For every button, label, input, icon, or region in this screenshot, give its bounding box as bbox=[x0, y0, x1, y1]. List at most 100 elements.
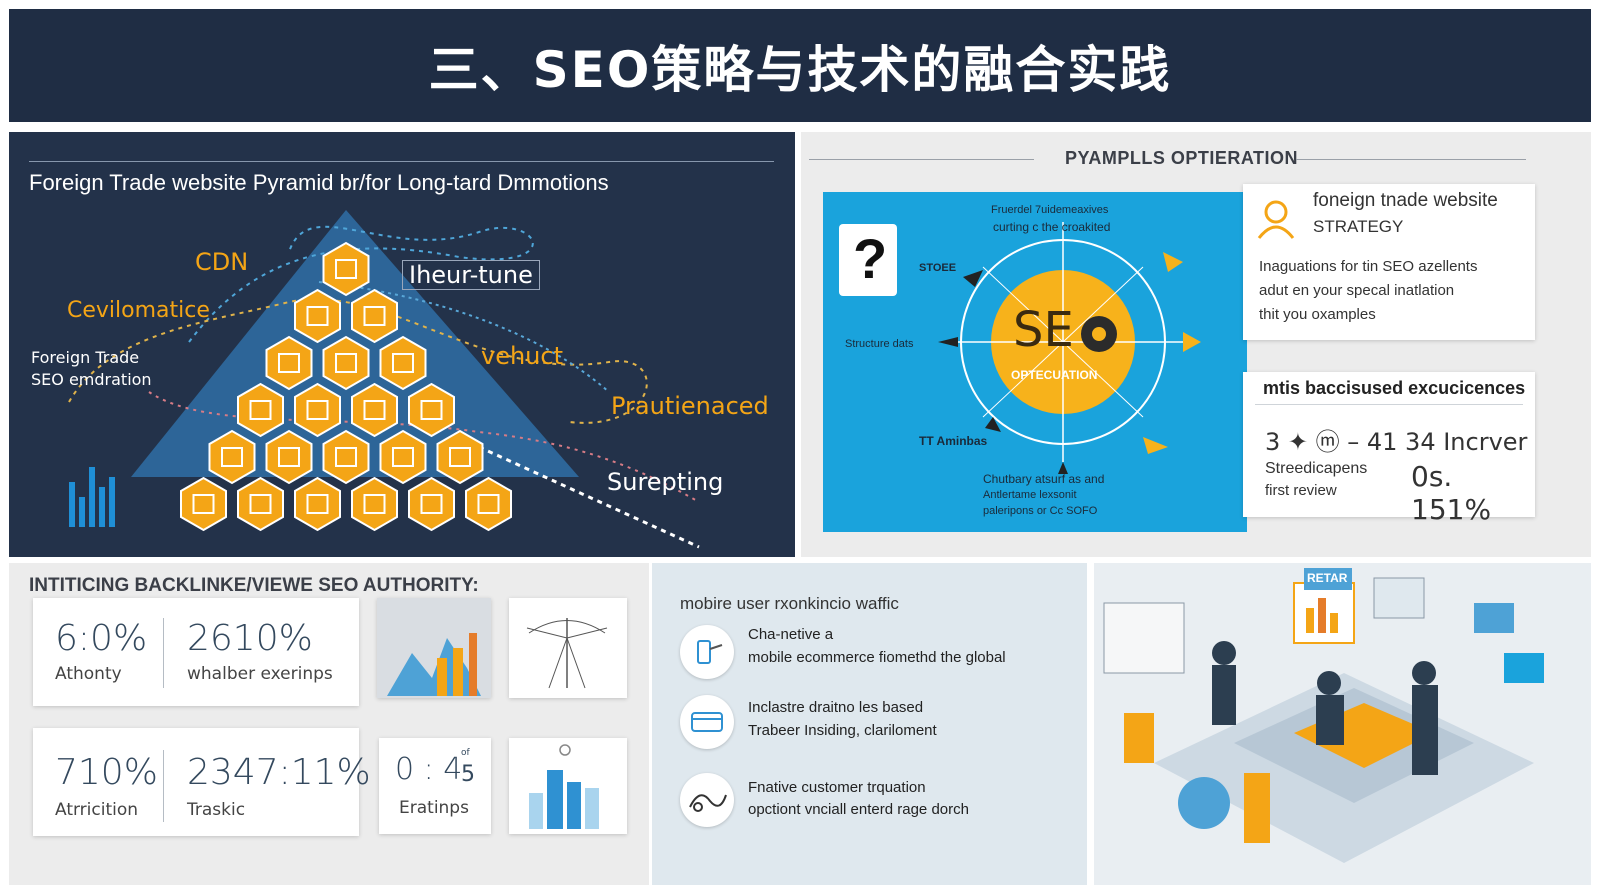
stat-label: Traskic bbox=[187, 800, 246, 820]
pyramid-title: Foreign Trade website Pyramid br/for Lon… bbox=[29, 170, 609, 195]
hex-tile-icon bbox=[265, 335, 313, 391]
header-rule-right bbox=[1296, 159, 1526, 160]
label-iheur-tune: Iheur-tune bbox=[402, 260, 540, 290]
card-icon bbox=[680, 695, 734, 749]
arrow-icon bbox=[938, 337, 958, 347]
mobile-item-line-1: Inclastre draitno les based bbox=[748, 699, 924, 716]
stats-card: mtis baccisused excucicences 3 ✦ ⓜ – 41 … bbox=[1243, 372, 1535, 526]
diagram-top-text-1: Fruerdel 7uidemeaxives bbox=[991, 204, 1109, 216]
strategy-body-2: adut en your specal inatlation bbox=[1259, 282, 1455, 299]
page-header: 三、SEO策略与技术的融合实践 bbox=[9, 9, 1591, 122]
hex-symbol-icon bbox=[335, 447, 357, 467]
illustration-panel: RETAR bbox=[1094, 563, 1591, 885]
backlinks-header: INTITICING BACKLINKE/VIEWE SEO AUTHORITY… bbox=[29, 575, 479, 596]
strategy-title-1: foneign tnade website bbox=[1313, 190, 1498, 211]
database-icon bbox=[1178, 777, 1230, 829]
seo-badge: OPTECUATION bbox=[1011, 368, 1098, 382]
hex-tile-icon bbox=[265, 429, 313, 485]
strategy-body-1: Inaguations for tin SEO azellents bbox=[1259, 258, 1478, 275]
retar-sign bbox=[1304, 568, 1352, 590]
stat-card-small: 0 : 4 5 of Eratinps bbox=[379, 738, 491, 834]
stats-card-line: 3 ✦ ⓜ – 41 34 Incrver bbox=[1265, 428, 1528, 456]
stat-card: 710% Atrricition 2347:11% Traskic bbox=[33, 728, 371, 836]
hex-tile-icon bbox=[351, 382, 398, 438]
hex-tile-icon bbox=[379, 429, 427, 485]
question-icon bbox=[839, 224, 897, 296]
bar-icon-bar bbox=[89, 467, 95, 527]
hex-symbol-icon bbox=[278, 447, 300, 467]
title-rule bbox=[29, 161, 774, 162]
hex-symbol-icon bbox=[306, 306, 329, 326]
hex-tile-icon bbox=[408, 382, 455, 438]
hex-tile-icon bbox=[322, 241, 370, 297]
stats-card-label-2: first review bbox=[1265, 482, 1337, 499]
hex-symbol-icon bbox=[363, 400, 386, 420]
dollar-tag-icon bbox=[1244, 773, 1270, 843]
hex-tile-icon bbox=[237, 476, 284, 532]
arrow-icon bbox=[1058, 462, 1068, 474]
hex-symbol-icon bbox=[363, 494, 386, 514]
stat-divider bbox=[163, 618, 164, 688]
mobile-item-line-1: Cha-netive a bbox=[748, 626, 834, 643]
label-cevilomatice: Cevilomatice bbox=[67, 298, 210, 323]
stat-label: Athonty bbox=[55, 664, 122, 684]
arrow-icon bbox=[985, 417, 1001, 432]
stat-label: Eratinps bbox=[399, 798, 469, 818]
seo-diagram: ? Fruerdel 7uidemeaxives curting c the c… bbox=[823, 192, 1247, 532]
page-title: 三、SEO策略与技术的融合实践 bbox=[428, 40, 1172, 99]
stat-value: 2610% bbox=[187, 618, 313, 659]
arrow-icon bbox=[1183, 332, 1201, 352]
optimization-header: PYAMPLLS OPTIERATION bbox=[1065, 148, 1299, 168]
diagram-bottom-1: Chutbary atsurf as and bbox=[983, 472, 1105, 486]
label-vehuct: vehuct bbox=[481, 342, 563, 370]
stat-value: 6:0% bbox=[55, 618, 148, 659]
bar-chart-icon bbox=[529, 744, 599, 829]
label-surepting: Surepting bbox=[607, 468, 724, 496]
hex-tile-icon bbox=[322, 429, 370, 485]
diagram-top-text-2: curting c the croakited bbox=[993, 220, 1111, 234]
mobile-item-line-2: Trabeer Insiding, clariloment bbox=[748, 722, 937, 739]
hex-tile-icon bbox=[208, 429, 256, 485]
hex-tile-icon bbox=[294, 476, 341, 532]
device-icon bbox=[1504, 653, 1544, 683]
strategy-body-3: thit you oxamples bbox=[1259, 306, 1376, 323]
arrow-icon bbox=[1143, 437, 1168, 454]
mountain-chart-icon bbox=[387, 633, 481, 696]
diagram-structure: Structure dats bbox=[845, 338, 914, 350]
hex-tile-icon bbox=[351, 476, 398, 532]
stat-value: 0 : 4 bbox=[395, 752, 463, 787]
hex-tile-icon bbox=[465, 476, 512, 532]
hex-symbol-icon bbox=[278, 353, 300, 373]
hex-symbol-icon bbox=[392, 353, 414, 373]
hex-tile-icon bbox=[294, 288, 341, 344]
bar-icon-bar bbox=[109, 477, 115, 527]
person-icon bbox=[1412, 661, 1436, 685]
bar-icon-bar bbox=[99, 487, 105, 527]
stats-card-divider bbox=[1255, 404, 1523, 405]
arrow-icon bbox=[1163, 252, 1183, 272]
dotted-curve bbox=[188, 225, 534, 343]
stat-divider bbox=[163, 750, 164, 822]
stat-label: Atrricition bbox=[55, 800, 139, 820]
dotted-curve bbox=[68, 298, 648, 424]
strategy-title-2: STRATEGY bbox=[1313, 217, 1404, 236]
bar-chart-card bbox=[509, 738, 627, 834]
diagram-bottom-3: paleripons or Cc SOFO bbox=[983, 505, 1098, 517]
label-prautienaced: Prautienaced bbox=[611, 392, 769, 420]
cloud-icon bbox=[1474, 603, 1514, 633]
bar-icon-bar bbox=[79, 497, 85, 527]
chart-thumbnail bbox=[377, 598, 491, 698]
mobile-header: mobire user rxonkincio waffic bbox=[680, 594, 899, 613]
hex-symbol-icon bbox=[392, 447, 414, 467]
hex-symbol-icon bbox=[249, 494, 272, 514]
question-mark: ? bbox=[853, 227, 888, 290]
mobile-panel: mobire user rxonkincio waffic Cha-netive… bbox=[652, 563, 1087, 885]
hex-tile-icon bbox=[379, 335, 427, 391]
person-icon bbox=[1317, 671, 1341, 695]
hex-symbol-icon bbox=[420, 400, 443, 420]
stats-card-label-1: Streedicapens bbox=[1265, 460, 1368, 477]
diagram-bottom-2: Antlertame lexsonit bbox=[983, 489, 1077, 501]
hex-tile-icon bbox=[322, 335, 370, 391]
seo-text: SE bbox=[1013, 302, 1074, 358]
header-rule-left bbox=[809, 159, 1034, 160]
